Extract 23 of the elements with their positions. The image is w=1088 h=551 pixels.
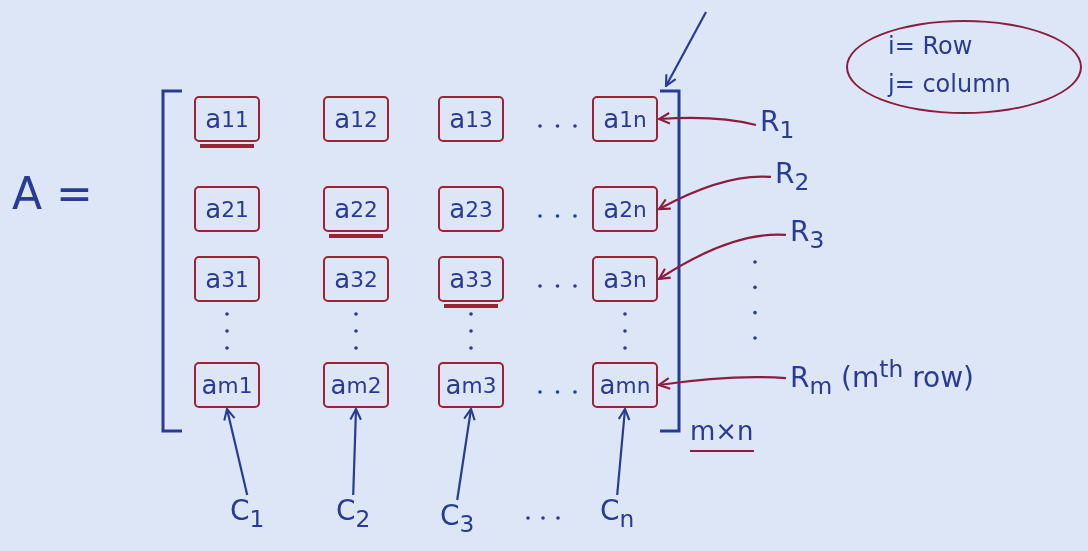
- note-text: i= Row: [888, 32, 973, 60]
- arrow: [657, 112, 757, 127]
- column-label: C$_{n}$: [600, 497, 635, 531]
- arrow: [616, 407, 631, 496]
- row-label: R$_{2}$: [775, 160, 810, 194]
- arrow: [657, 175, 772, 211]
- column-label: C$_{3}$: [440, 502, 475, 536]
- arrow: [664, 11, 707, 88]
- arrow: [657, 375, 787, 390]
- note-text: j= column: [888, 70, 1011, 98]
- arrow: [657, 233, 787, 281]
- row-label: R$_{3}$: [790, 218, 825, 252]
- row-label: R$_{1}$: [760, 108, 795, 142]
- note-oval: [846, 20, 1082, 114]
- row-label: R$_{m}$ (m$^{th}$ row): [790, 358, 974, 399]
- arrow: [456, 407, 476, 501]
- arrow: [349, 407, 362, 496]
- column-label: C$_{2}$: [336, 497, 371, 531]
- matrix-brackets: [160, 88, 682, 434]
- column-label: C$_{1}$: [230, 497, 265, 531]
- order-label: m×n: [690, 418, 754, 452]
- matrix-name-label: A =: [12, 172, 93, 216]
- arrow: [223, 407, 249, 496]
